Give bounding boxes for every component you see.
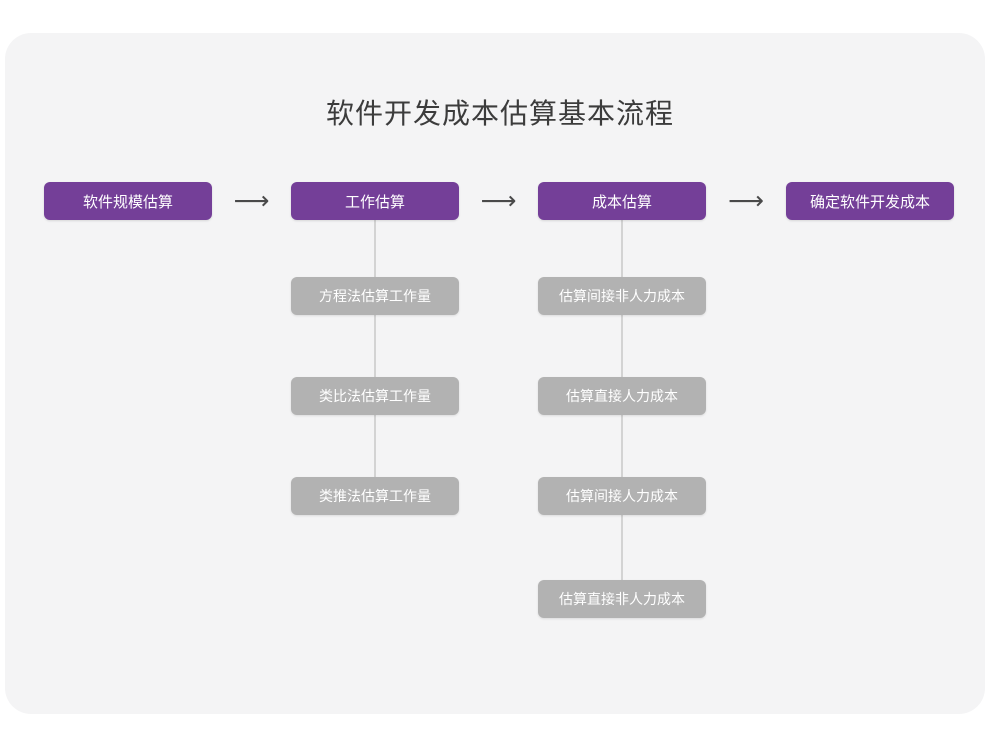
page-title: 软件开发成本估算基本流程	[325, 98, 674, 129]
stage-box-work-estimation[interactable]: 工作估算	[291, 182, 459, 220]
sub-box-indirect-nonlabor-cost[interactable]: 估算间接非人力成本	[538, 277, 706, 315]
sub-box-equation-method[interactable]: 方程法估算工作量	[291, 277, 459, 315]
sub-box-analogy-method[interactable]: 类比法估算工作量	[291, 377, 459, 415]
sub-label-direct-labor-cost: 估算直接人力成本	[566, 388, 678, 404]
sub-label-inference-method: 类推法估算工作量	[319, 488, 431, 504]
arrow-right-icon-2: ⟶	[480, 186, 517, 215]
stage-box-determine-cost[interactable]: 确定软件开发成本	[786, 182, 954, 220]
stage-label-scale-estimation: 软件规模估算	[82, 193, 173, 211]
stage-label-determine-cost: 确定软件开发成本	[809, 193, 930, 211]
sub-label-equation-method: 方程法估算工作量	[319, 288, 431, 304]
sub-label-direct-nonlabor-cost: 估算直接非人力成本	[559, 591, 685, 607]
sub-box-indirect-labor-cost[interactable]: 估算间接人力成本	[538, 477, 706, 515]
connector-line-work-estimation	[374, 220, 376, 496]
stage-label-cost-estimation: 成本估算	[591, 193, 652, 211]
stage-box-scale-estimation[interactable]: 软件规模估算	[44, 182, 212, 220]
stage-box-cost-estimation[interactable]: 成本估算	[538, 182, 706, 220]
sub-label-indirect-nonlabor-cost: 估算间接非人力成本	[559, 288, 685, 304]
sub-label-analogy-method: 类比法估算工作量	[319, 388, 431, 404]
sub-box-direct-nonlabor-cost[interactable]: 估算直接非人力成本	[538, 580, 706, 618]
sub-box-direct-labor-cost[interactable]: 估算直接人力成本	[538, 377, 706, 415]
stage-label-work-estimation: 工作估算	[344, 193, 405, 211]
diagram-canvas	[5, 33, 985, 714]
sub-label-indirect-labor-cost: 估算间接人力成本	[566, 488, 678, 504]
sub-box-inference-method[interactable]: 类推法估算工作量	[291, 477, 459, 515]
arrow-right-icon-1: ⟶	[233, 186, 270, 215]
arrow-right-icon-3: ⟶	[728, 186, 764, 215]
